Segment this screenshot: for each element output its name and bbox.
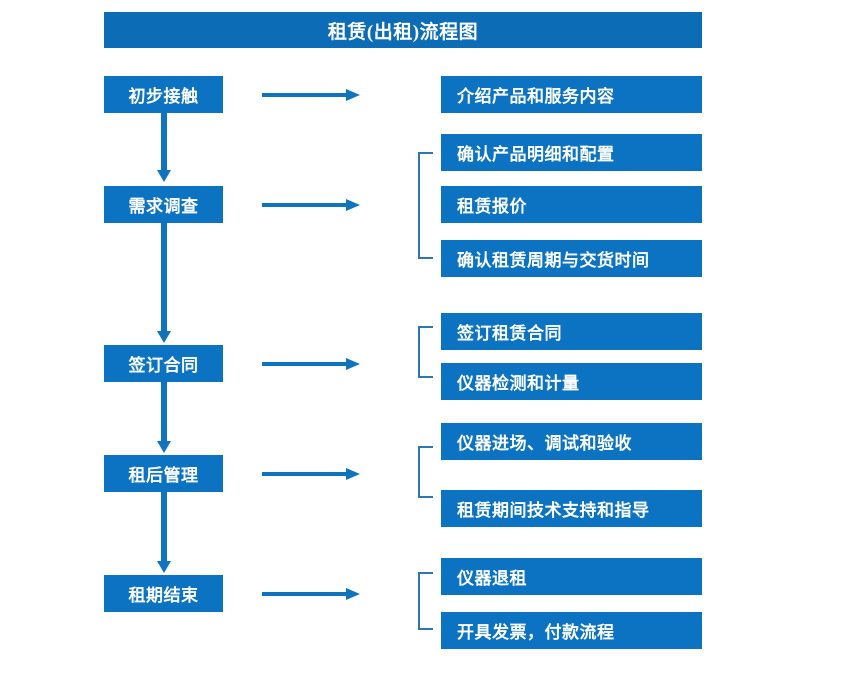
- arrow-shaft: [161, 382, 167, 442]
- detail-box-sign-lease-contract[interactable]: 签订租赁合同: [441, 313, 702, 350]
- right-arrow-icon: [262, 586, 360, 602]
- arrow-shaft: [161, 113, 167, 171]
- group-bracket: [418, 152, 433, 259]
- arrow-shaft: [262, 362, 348, 366]
- stage-box-needs-survey[interactable]: 需求调查: [104, 186, 223, 223]
- group-bracket: [418, 326, 433, 378]
- right-arrow-icon: [262, 356, 360, 372]
- arrow-head: [346, 468, 360, 480]
- arrow-shaft: [262, 592, 348, 596]
- arrow-head: [157, 170, 171, 182]
- stage-box-post-rental-management[interactable]: 租后管理: [104, 455, 223, 492]
- down-arrow-icon: [157, 492, 171, 573]
- arrow-head: [346, 89, 360, 101]
- right-arrow-icon: [262, 466, 360, 482]
- arrow-head: [157, 561, 171, 573]
- detail-box-introduce-products[interactable]: 介绍产品和服务内容: [441, 76, 702, 113]
- group-bracket: [418, 572, 433, 630]
- stage-box-sign-contract[interactable]: 签订合同: [104, 345, 223, 382]
- arrow-head: [157, 331, 171, 343]
- arrow-shaft: [161, 223, 167, 332]
- arrow-shaft: [262, 472, 348, 476]
- group-bracket: [418, 446, 433, 498]
- detail-box-instrument-return[interactable]: 仪器退租: [441, 558, 702, 595]
- stage-box-preliminary-contact[interactable]: 初步接触: [104, 76, 223, 113]
- down-arrow-icon: [157, 382, 171, 453]
- detail-box-invoice-payment[interactable]: 开具发票，付款流程: [441, 612, 702, 649]
- detail-box-instrument-delivery-commissioning[interactable]: 仪器进场、调试和验收: [441, 423, 702, 460]
- page-title: 租赁(出租)流程图: [104, 12, 702, 48]
- detail-box-confirm-term-delivery[interactable]: 确认租赁周期与交货时间: [441, 240, 702, 277]
- arrow-head: [346, 358, 360, 370]
- arrow-shaft: [262, 203, 348, 207]
- arrow-head: [346, 588, 360, 600]
- right-arrow-icon: [262, 87, 360, 103]
- stage-box-lease-end[interactable]: 租期结束: [104, 575, 223, 612]
- right-arrow-icon: [262, 197, 360, 213]
- detail-box-instrument-inspection[interactable]: 仪器检测和计量: [441, 363, 702, 400]
- arrow-shaft: [161, 492, 167, 562]
- arrow-head: [157, 441, 171, 453]
- down-arrow-icon: [157, 113, 171, 182]
- down-arrow-icon: [157, 223, 171, 343]
- detail-box-confirm-specs[interactable]: 确认产品明细和配置: [441, 134, 702, 171]
- arrow-shaft: [262, 93, 348, 97]
- detail-box-rental-quote[interactable]: 租赁报价: [441, 186, 702, 223]
- detail-box-technical-support[interactable]: 租赁期间技术支持和指导: [441, 490, 702, 527]
- arrow-head: [346, 199, 360, 211]
